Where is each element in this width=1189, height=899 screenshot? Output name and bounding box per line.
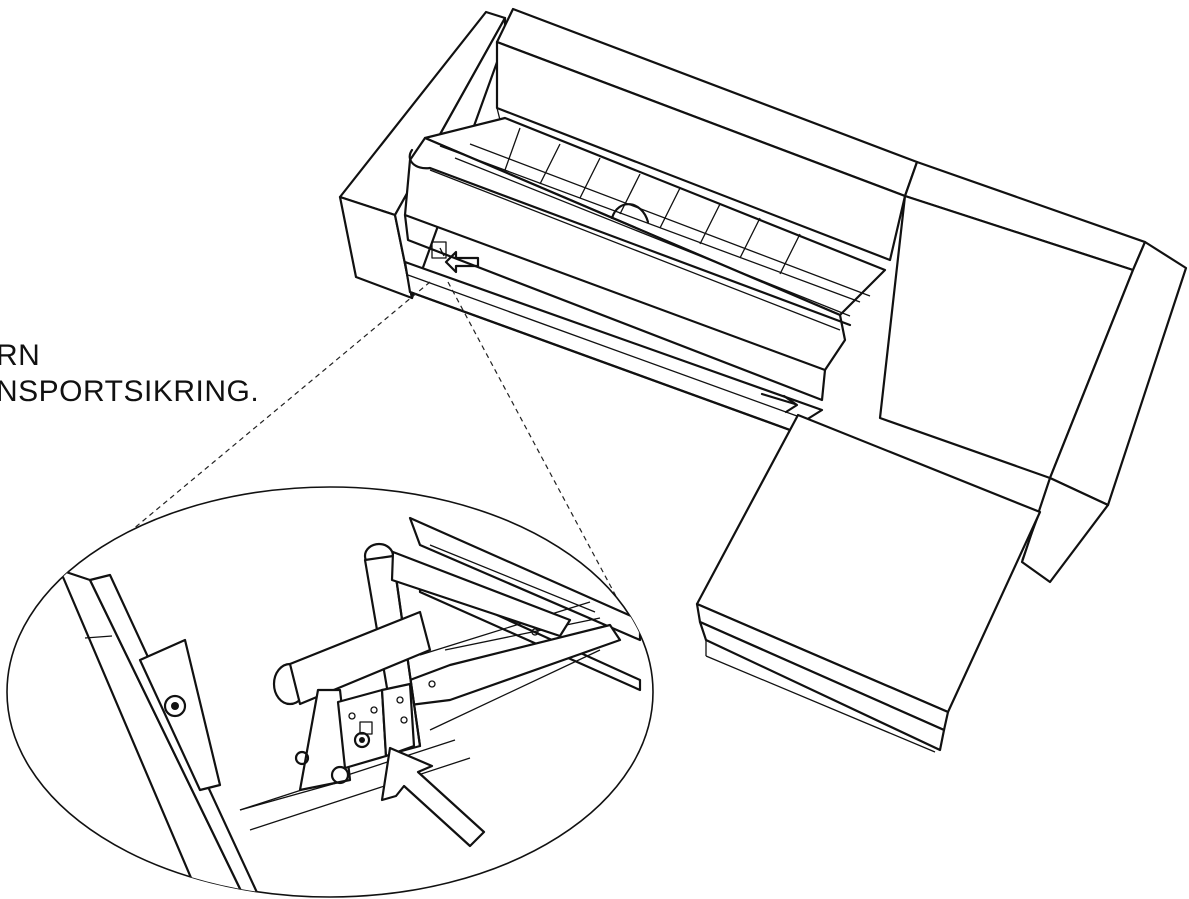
seat-base — [403, 260, 824, 432]
backrest — [495, 7, 919, 262]
instruction-text: RN NSPORTSIKRING. — [0, 338, 259, 410]
instruction-line-2: NSPORTSIKRING. — [0, 375, 260, 408]
detail-crossbar — [239, 610, 432, 811]
instruction-line-1: RN — [0, 339, 41, 372]
chaise-backrest — [878, 160, 1188, 584]
transport-lock-marker — [431, 241, 480, 274]
arrow-right-icon — [760, 392, 799, 414]
transport-bracket — [336, 682, 416, 770]
corner-sofa — [338, 7, 1188, 753]
zoom-leader-lines — [89, 281, 619, 601]
chaise-seat — [695, 413, 1042, 753]
push-arrow-icon — [380, 746, 486, 848]
detail-zoom-view — [6, 486, 654, 898]
detail-side-panel — [58, 568, 262, 897]
bed-mechanism-tray — [403, 116, 887, 402]
